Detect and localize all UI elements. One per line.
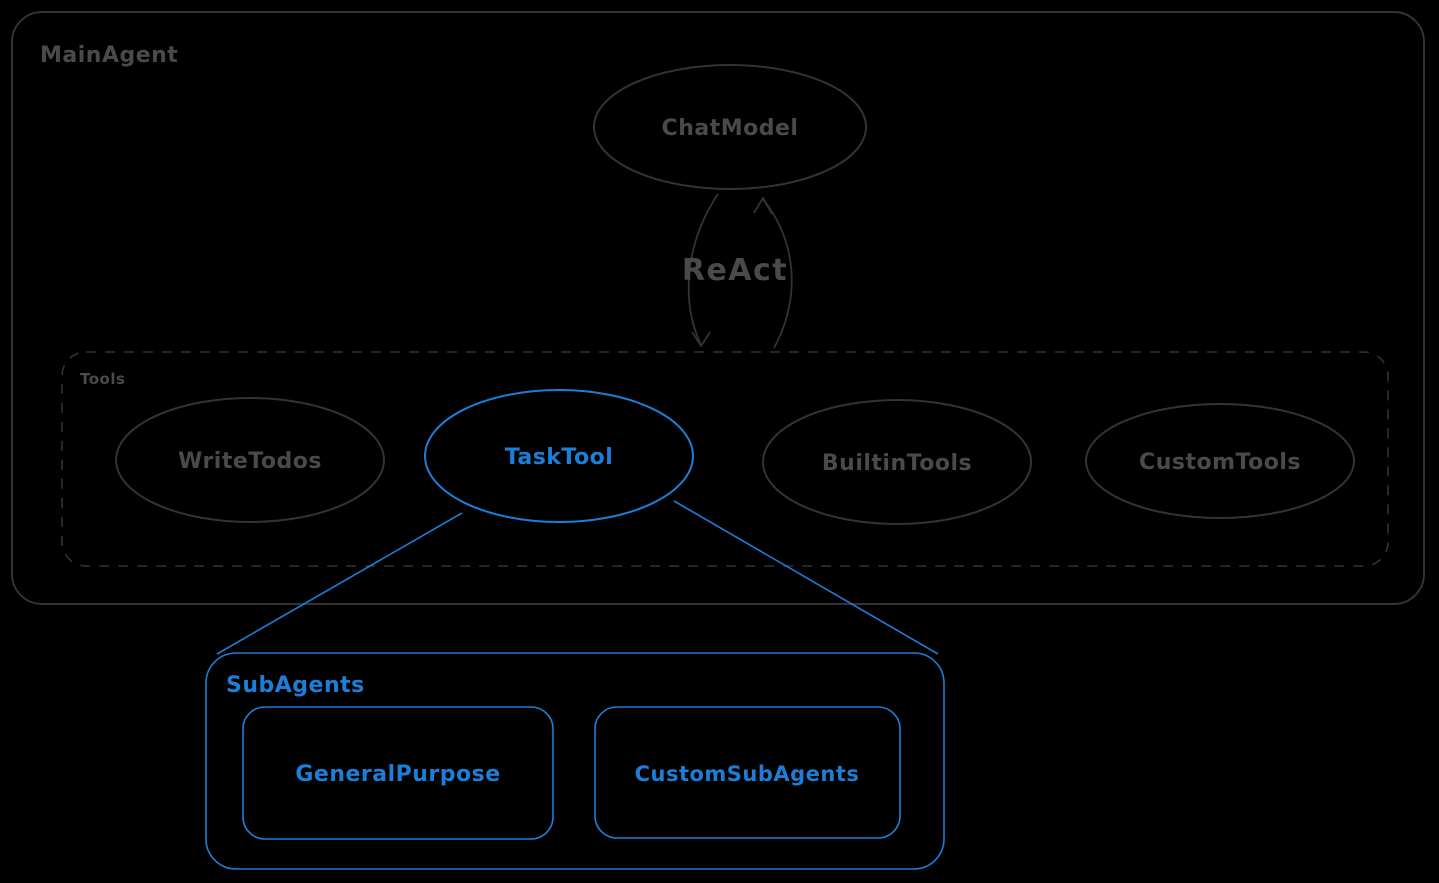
- react-label: ReAct: [682, 253, 788, 288]
- chat-model-label: ChatModel: [662, 116, 799, 141]
- custom-sub-agents-label: CustomSubAgents: [635, 762, 860, 786]
- main-agent-label: MainAgent: [40, 43, 178, 68]
- react-up-arrowhead-icon: [753, 196, 773, 215]
- builtin-tools-node: [762, 399, 1032, 525]
- react-up-arrow: [762, 198, 793, 349]
- sub-agents-label: SubAgents: [226, 673, 365, 698]
- task-tool-node: [424, 389, 694, 523]
- task-tool-label: TaskTool: [505, 445, 614, 470]
- builtin-tools-label: BuiltinTools: [822, 451, 972, 476]
- custom-tools-node: [1085, 403, 1355, 519]
- custom-sub-agents-node: [594, 706, 901, 839]
- general-purpose-node: [242, 706, 554, 840]
- react-down-arrow: [687, 193, 719, 346]
- write-todos-label: WriteTodos: [178, 449, 322, 474]
- task-tool-subagents-left-connector: [216, 512, 463, 655]
- chat-model-node: [593, 64, 867, 190]
- tools-label: Tools: [80, 370, 125, 388]
- main-agent-container: [11, 11, 1425, 605]
- task-tool-subagents-right-connector: [673, 500, 939, 655]
- sub-agents-container: [205, 652, 945, 870]
- custom-tools-label: CustomTools: [1139, 450, 1301, 475]
- react-down-arrowhead-icon: [691, 331, 711, 348]
- write-todos-node: [115, 397, 385, 523]
- general-purpose-label: GeneralPurpose: [295, 762, 500, 787]
